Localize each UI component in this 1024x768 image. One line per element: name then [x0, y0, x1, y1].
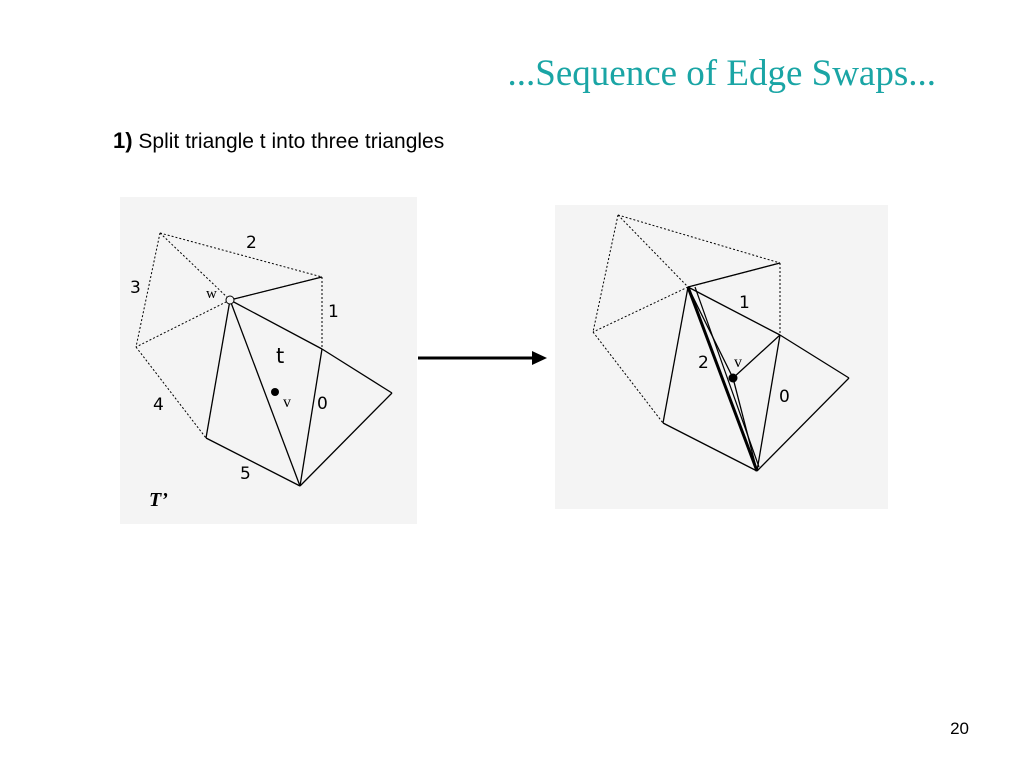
slide-title: ...Sequence of Edge Swaps...: [507, 53, 936, 94]
point-v-label: v: [283, 394, 291, 411]
edge-dotted-lower-left: [135, 346, 207, 439]
step-instruction: 1) Split triangle t into three triangles: [113, 128, 444, 154]
page-number: 20: [950, 719, 969, 738]
left-dotted-edges: [135, 232, 323, 439]
edge-dotted-top: [159, 232, 323, 278]
vertex-w-marker: [225, 295, 235, 305]
edge-label-2: 2: [698, 353, 709, 373]
right-diagram-panel: 1 2 0 v: [555, 205, 888, 509]
edge-t-right: [756, 334, 781, 472]
edge-w-bottom: [229, 299, 301, 487]
edge-w-right: [229, 299, 323, 350]
edge-w-bottom-left: [205, 299, 231, 439]
arrow-head: [532, 351, 547, 365]
edge-right-lower: [299, 392, 393, 487]
right-triangulation-diagram: 1 2 0 v: [592, 214, 850, 472]
edge-dotted-lower-left: [592, 331, 664, 424]
edge-w-right: [687, 286, 781, 336]
edge-dotted-left: [135, 232, 161, 348]
edge-w-bottom-left: [662, 286, 689, 424]
edge-dotted-left: [592, 214, 619, 333]
right-solid-edges: [662, 262, 850, 472]
edge-label-4: 4: [153, 395, 164, 415]
right-dotted-edges: [592, 214, 781, 424]
left-diagram-panel: 2 3 1 4 0 5 w t v T’: [120, 197, 417, 524]
edge-dotted-top: [617, 214, 781, 264]
edge-label-3: 3: [130, 278, 141, 298]
edge-label-0: 0: [779, 387, 790, 407]
edge-label-1: 1: [328, 302, 339, 322]
edge-dotted-apex-w: [159, 232, 231, 301]
step-number: 1): [113, 128, 133, 153]
point-v-label: v: [734, 354, 742, 371]
edge-label-0: 0: [317, 394, 328, 414]
edge-w-top-right: [687, 262, 781, 288]
vertex-w-label: w: [206, 286, 217, 302]
edge-w-top-right: [229, 276, 323, 301]
arrow-icon: [418, 351, 547, 365]
edge-dotted-w-left: [592, 286, 689, 333]
triangle-t-label: t: [276, 344, 284, 368]
edge-label-1: 1: [739, 293, 750, 313]
edge-right-lower: [756, 377, 850, 472]
left-triangulation-diagram: 2 3 1 4 0 5 w t v T’: [130, 232, 393, 511]
edge-label-2: 2: [246, 233, 257, 253]
edge-v-w: [687, 286, 734, 379]
point-v-marker: [728, 373, 738, 383]
edge-v-right: [732, 334, 781, 379]
step-text: Split triangle t into three triangles: [138, 130, 445, 153]
edge-dotted-w-left: [135, 299, 231, 348]
edge-bottom-left: [662, 422, 758, 472]
edge-right-upper: [321, 348, 393, 394]
edge-label-5: 5: [240, 464, 251, 484]
left-solid-edges: [205, 276, 393, 487]
edge-t-right: [299, 348, 323, 487]
edge-bottom-left: [205, 437, 301, 487]
edge-w-bottom-highlighted: [686, 286, 759, 472]
edge-dotted-apex-w: [617, 214, 689, 288]
triangulation-caption: T’: [149, 489, 168, 511]
edge-v-bottom: [732, 377, 758, 472]
edge-w-bottom-inner: [694, 286, 760, 468]
point-v-marker: [271, 388, 279, 396]
edge-right-upper: [779, 334, 850, 379]
